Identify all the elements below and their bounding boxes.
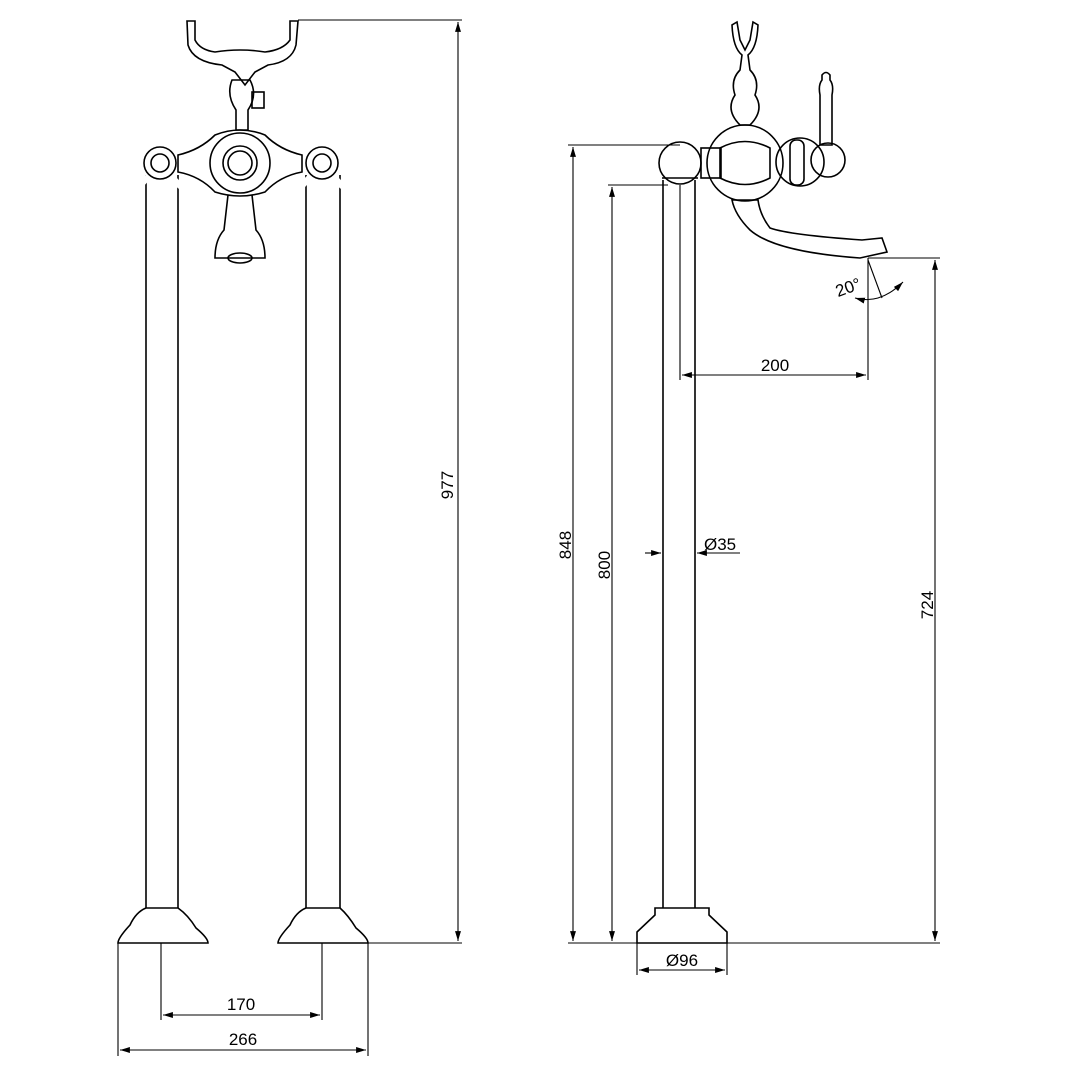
dim-spout-reach: 200 [761,356,789,375]
dim-body-height: 848 [556,531,575,559]
left-pipe [117,175,209,944]
right-cross-handle [299,137,345,189]
side-base [636,907,728,944]
mixer-body [177,129,303,197]
side-spout [731,199,889,259]
dim-spout-angle: 20° [833,274,864,301]
dim-pipe-spacing: 170 [227,995,255,1014]
dim-base-diameter: Ø96 [666,951,698,970]
side-view: 20° 848 800 200 724 Ø35 Ø96 [556,20,940,975]
left-cross-handle [137,137,183,189]
valve-body [706,124,784,202]
side-knob [775,137,825,187]
dim-spout-height: 724 [918,591,937,619]
dim-pipe-height: 800 [595,551,614,579]
left-base [117,907,209,944]
shower-holder [186,20,299,87]
front-view: 977 170 266 [117,19,462,1056]
bath-spout [214,194,266,259]
dim-total-width: 266 [229,1030,257,1049]
dim-pipe-diameter: Ø35 [704,535,736,554]
right-base [277,907,369,944]
lever-handle [818,71,834,146]
center-boss [209,132,271,194]
diverter [228,79,255,131]
diverter-knob [251,91,265,109]
shower-holder-side [730,20,760,126]
right-pipe [277,175,369,944]
dim-total-height: 977 [438,471,457,499]
